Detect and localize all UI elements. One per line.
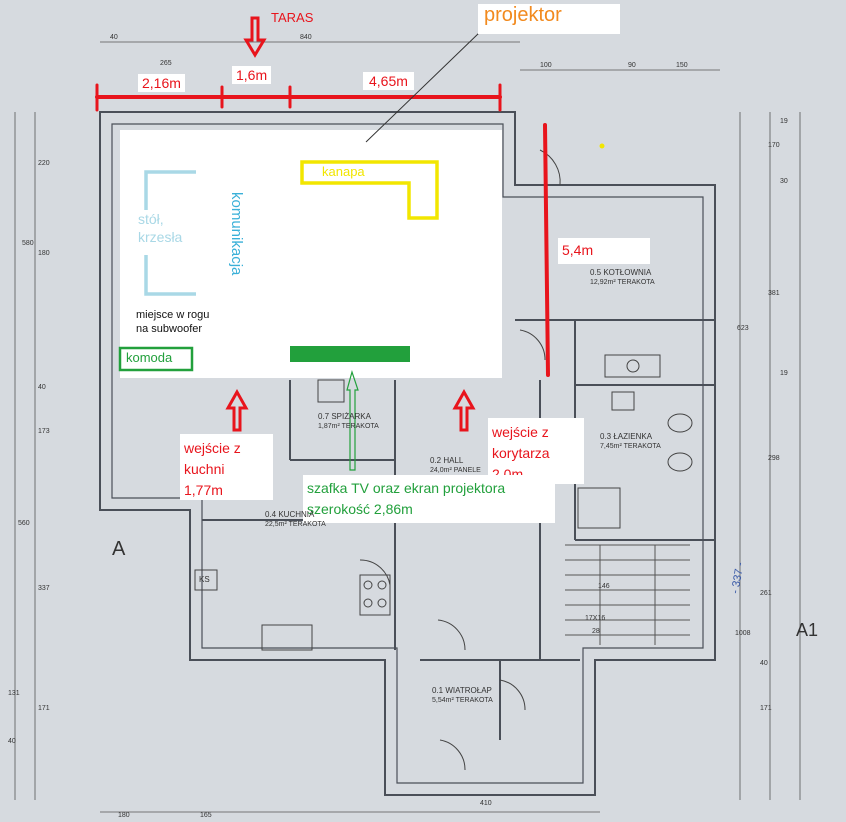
kanapa-outline <box>300 160 439 220</box>
dim-top-2: 265 <box>160 60 172 67</box>
stairs-length: 146 <box>598 583 610 590</box>
dim-top-5: 150 <box>676 62 688 69</box>
dim-top-3: 100 <box>540 62 552 69</box>
dimension-lines <box>14 41 801 813</box>
dim-left-3: 40 <box>38 384 46 391</box>
dim-left-5: 560 <box>18 520 30 527</box>
red-arrows <box>225 16 476 432</box>
label-dim-c: 4,65m <box>363 72 414 90</box>
dim-right-1: 381 <box>768 290 780 297</box>
label-miejsce: miejsce w rogu na subwoofer <box>136 309 210 335</box>
stairs-label-2: 28 <box>592 628 600 635</box>
komoda-outline <box>118 346 194 372</box>
dim-right-9: 30 <box>780 178 788 185</box>
room-lazienka: 0.3 ŁAZIENKA 7,45m² TERAKOTA <box>600 432 661 452</box>
dim-left-2: 180 <box>38 250 50 257</box>
ks-label: KS <box>199 575 210 584</box>
red-dimension-lines <box>95 83 550 377</box>
room-kuchnia-area: 22,5m² TERAKOTA <box>265 521 326 528</box>
room-kotlownia-area: 12,92m² TERAKOTA <box>590 279 655 286</box>
dim-left-4: 173 <box>38 428 50 435</box>
dim-right-2: 623 <box>737 325 749 332</box>
projector-pointer <box>365 31 481 143</box>
label-szafka: szafka TV oraz ekran projektora szerokoś… <box>303 475 555 523</box>
living-room-overlay <box>120 130 502 378</box>
room-lazienka-area: 7,45m² TERAKOTA <box>600 443 661 450</box>
table-outline <box>144 170 196 296</box>
kitchen-fixtures <box>194 354 693 651</box>
dim-right-4: 261 <box>760 590 772 597</box>
dim-left-7: 131 <box>8 690 20 697</box>
room-spizarka: 0.7 SPIŻARKA 1,87m² TERAKOTA <box>318 412 379 432</box>
room-wiatrolap: 0.1 WIATROŁAP 5,54m² TERAKOTA <box>432 686 493 706</box>
room-lazienka-name: 0.3 ŁAZIENKA <box>600 432 653 441</box>
label-komunikacja: komunikacja <box>228 192 245 276</box>
dim-bottom-2: 410 <box>480 800 492 807</box>
dim-left-6: 337 <box>38 585 50 592</box>
label-kanapa: kanapa <box>322 164 365 179</box>
dim-right-8: 19 <box>780 118 788 125</box>
dim-left-8: 171 <box>38 705 50 712</box>
room-wiatrolap-area: 5,54m² TERAKOTA <box>432 697 493 704</box>
yellow-dot <box>599 143 605 149</box>
label-taras: TARAS <box>271 10 314 25</box>
dim-top-1: 840 <box>300 34 312 41</box>
dim-left-0: 580 <box>22 240 34 247</box>
dim-left-9: 40 <box>8 738 16 745</box>
room-kuchnia-name: 0.4 KUCHNIA <box>265 510 315 519</box>
label-dim-a: 2,16m <box>138 74 185 92</box>
label-dim-b: 1,6m <box>232 66 272 84</box>
dim-right-6: 40 <box>760 660 768 667</box>
room-hall-area: 24,0m² PANELE <box>430 467 481 474</box>
dim-right-5: 1008 <box>735 630 751 637</box>
dim-left-1: 220 <box>38 160 50 167</box>
label-projektor: projektor <box>478 4 620 34</box>
label-wejscie-korytarza: wejście z korytarza 2,0m <box>488 418 584 484</box>
staircase <box>565 544 690 645</box>
label-dim-side: 5,4m <box>558 238 650 264</box>
dim-right-10: 19 <box>780 370 788 377</box>
label-stol: stół, krzesła <box>138 211 183 245</box>
room-wiatrolap-name: 0.1 WIATROŁAP <box>432 686 492 695</box>
room-kotlownia: 0.5 KOTŁOWNIA 12,92m² TERAKOTA <box>590 268 655 288</box>
dim-top-0: 40 <box>110 34 118 41</box>
dim-bottom-1: 165 <box>200 812 212 819</box>
dim-bottom-0: 180 <box>118 812 130 819</box>
room-kotlownia-name: 0.5 KOTŁOWNIA <box>590 268 652 277</box>
dim-right-7: 171 <box>760 705 772 712</box>
room-spizarka-name: 0.7 SPIŻARKA <box>318 412 371 421</box>
stairs-label: 17X16 <box>585 615 606 622</box>
section-a1: A1 <box>796 620 819 640</box>
room-kuchnia: 0.4 KUCHNIA 22,5m² TERAKOTA <box>265 510 326 530</box>
label-wejscie-kuchni: wejście z kuchni 1,77m <box>180 434 273 500</box>
section-a: A <box>112 538 126 560</box>
label-komoda: komoda <box>126 350 173 365</box>
room-spizarka-area: 1,87m² TERAKOTA <box>318 423 379 430</box>
dim-right-0: 170 <box>768 142 780 149</box>
dim-top-4: 90 <box>628 62 636 69</box>
dim-right-3: 298 <box>768 455 780 462</box>
room-hall-name: 0.2 HALL <box>430 456 464 465</box>
room-hall: 0.2 HALL 24,0m² PANELE <box>430 456 481 476</box>
tv-cabinet-bar <box>290 346 410 362</box>
tv-arrow <box>346 369 359 471</box>
